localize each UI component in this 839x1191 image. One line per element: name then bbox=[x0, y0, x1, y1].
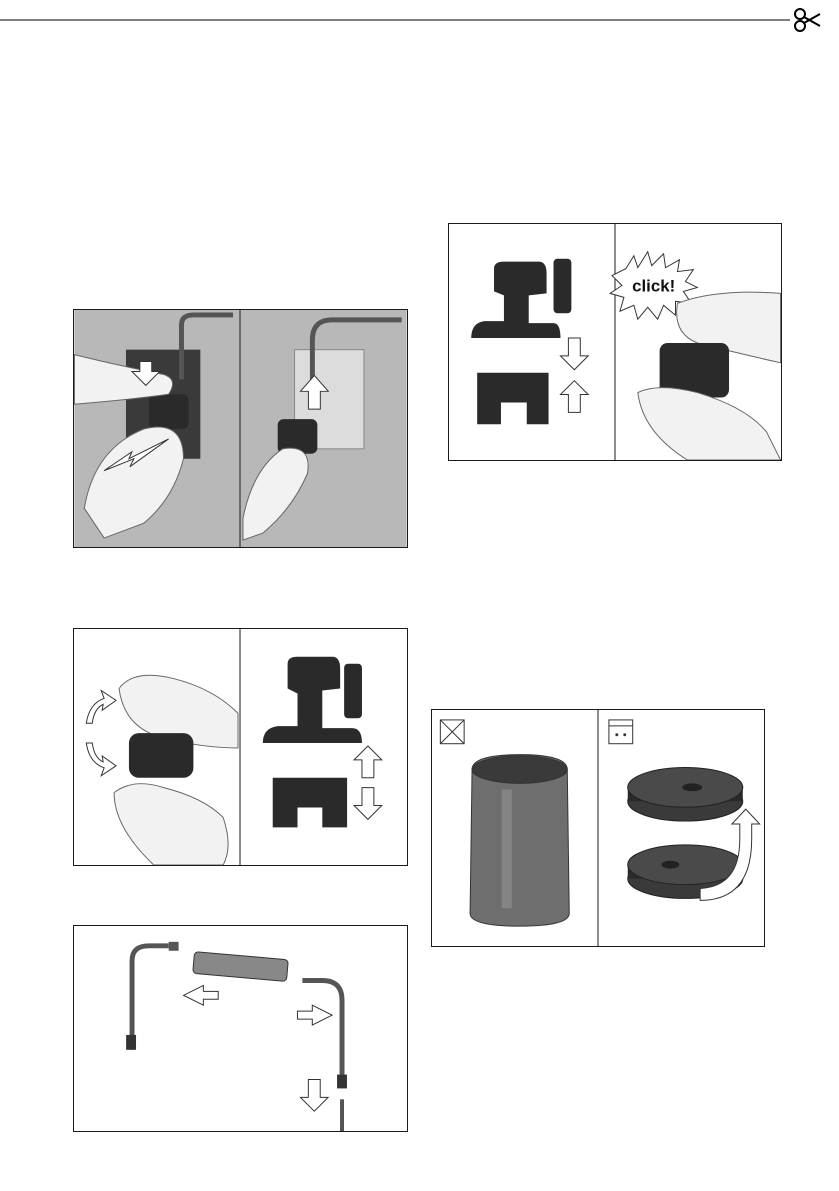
down-arrow bbox=[560, 338, 588, 370]
cut-line bbox=[0, 0, 839, 40]
figure-wobble-apart bbox=[73, 628, 408, 866]
wobble-apart-illustration bbox=[74, 629, 407, 865]
hose-separation-illustration bbox=[74, 926, 407, 1131]
down-arrow bbox=[354, 788, 382, 820]
up-arrow bbox=[560, 381, 588, 413]
figure-wall-removal bbox=[73, 309, 408, 548]
figure-parts bbox=[431, 709, 765, 947]
up-arrow bbox=[354, 746, 382, 778]
down-arrow bbox=[300, 1080, 328, 1112]
figure-reassembly: click! bbox=[448, 223, 782, 461]
right-arrow bbox=[297, 1005, 332, 1025]
left-arrow bbox=[184, 985, 219, 1005]
reassembly-illustration: click! bbox=[449, 224, 781, 460]
scissors-icon bbox=[795, 9, 820, 31]
parts-illustration bbox=[432, 710, 764, 946]
click-text: click! bbox=[632, 276, 675, 295]
rotate-arrow bbox=[86, 690, 116, 775]
wall-removal-illustration bbox=[74, 310, 407, 547]
no-dishwasher-icon bbox=[440, 720, 464, 744]
figure-hose-separation bbox=[73, 925, 408, 1132]
dishwasher-safe-icon bbox=[609, 720, 633, 744]
